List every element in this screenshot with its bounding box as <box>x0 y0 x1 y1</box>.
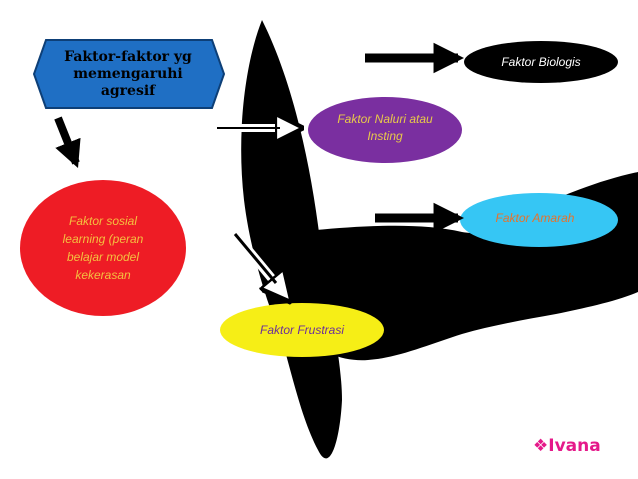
main-hexagon-label: Faktor-faktor yg memengaruhi agresif <box>64 48 192 99</box>
author-credit: ❖Ivana <box>533 436 601 456</box>
faktor-sosial-label: Faktor sosial learning (peran belajar mo… <box>62 214 144 282</box>
faktor-amarah-label: Faktor Amarah <box>495 211 575 225</box>
faktor-frustrasi-label: Faktor Frustrasi <box>259 323 344 337</box>
arrow-to-frustrasi-outline <box>233 233 278 284</box>
faktor-naluri-label: Faktor Naluri atau Insting <box>337 112 433 143</box>
author-name: Ivana <box>548 436 601 456</box>
node-faktor-biologis <box>464 41 618 83</box>
node-faktor-sosial <box>20 180 186 316</box>
node-faktor-amarah <box>460 193 618 247</box>
arrow-to-sosial <box>54 116 81 169</box>
node-faktor-naluri <box>308 97 462 163</box>
diamond-cluster-icon: ❖ <box>533 436 549 456</box>
faktor-biologis-label: Faktor Biologis <box>501 55 581 69</box>
main-hexagon <box>32 39 226 109</box>
node-faktor-frustrasi <box>220 303 384 357</box>
